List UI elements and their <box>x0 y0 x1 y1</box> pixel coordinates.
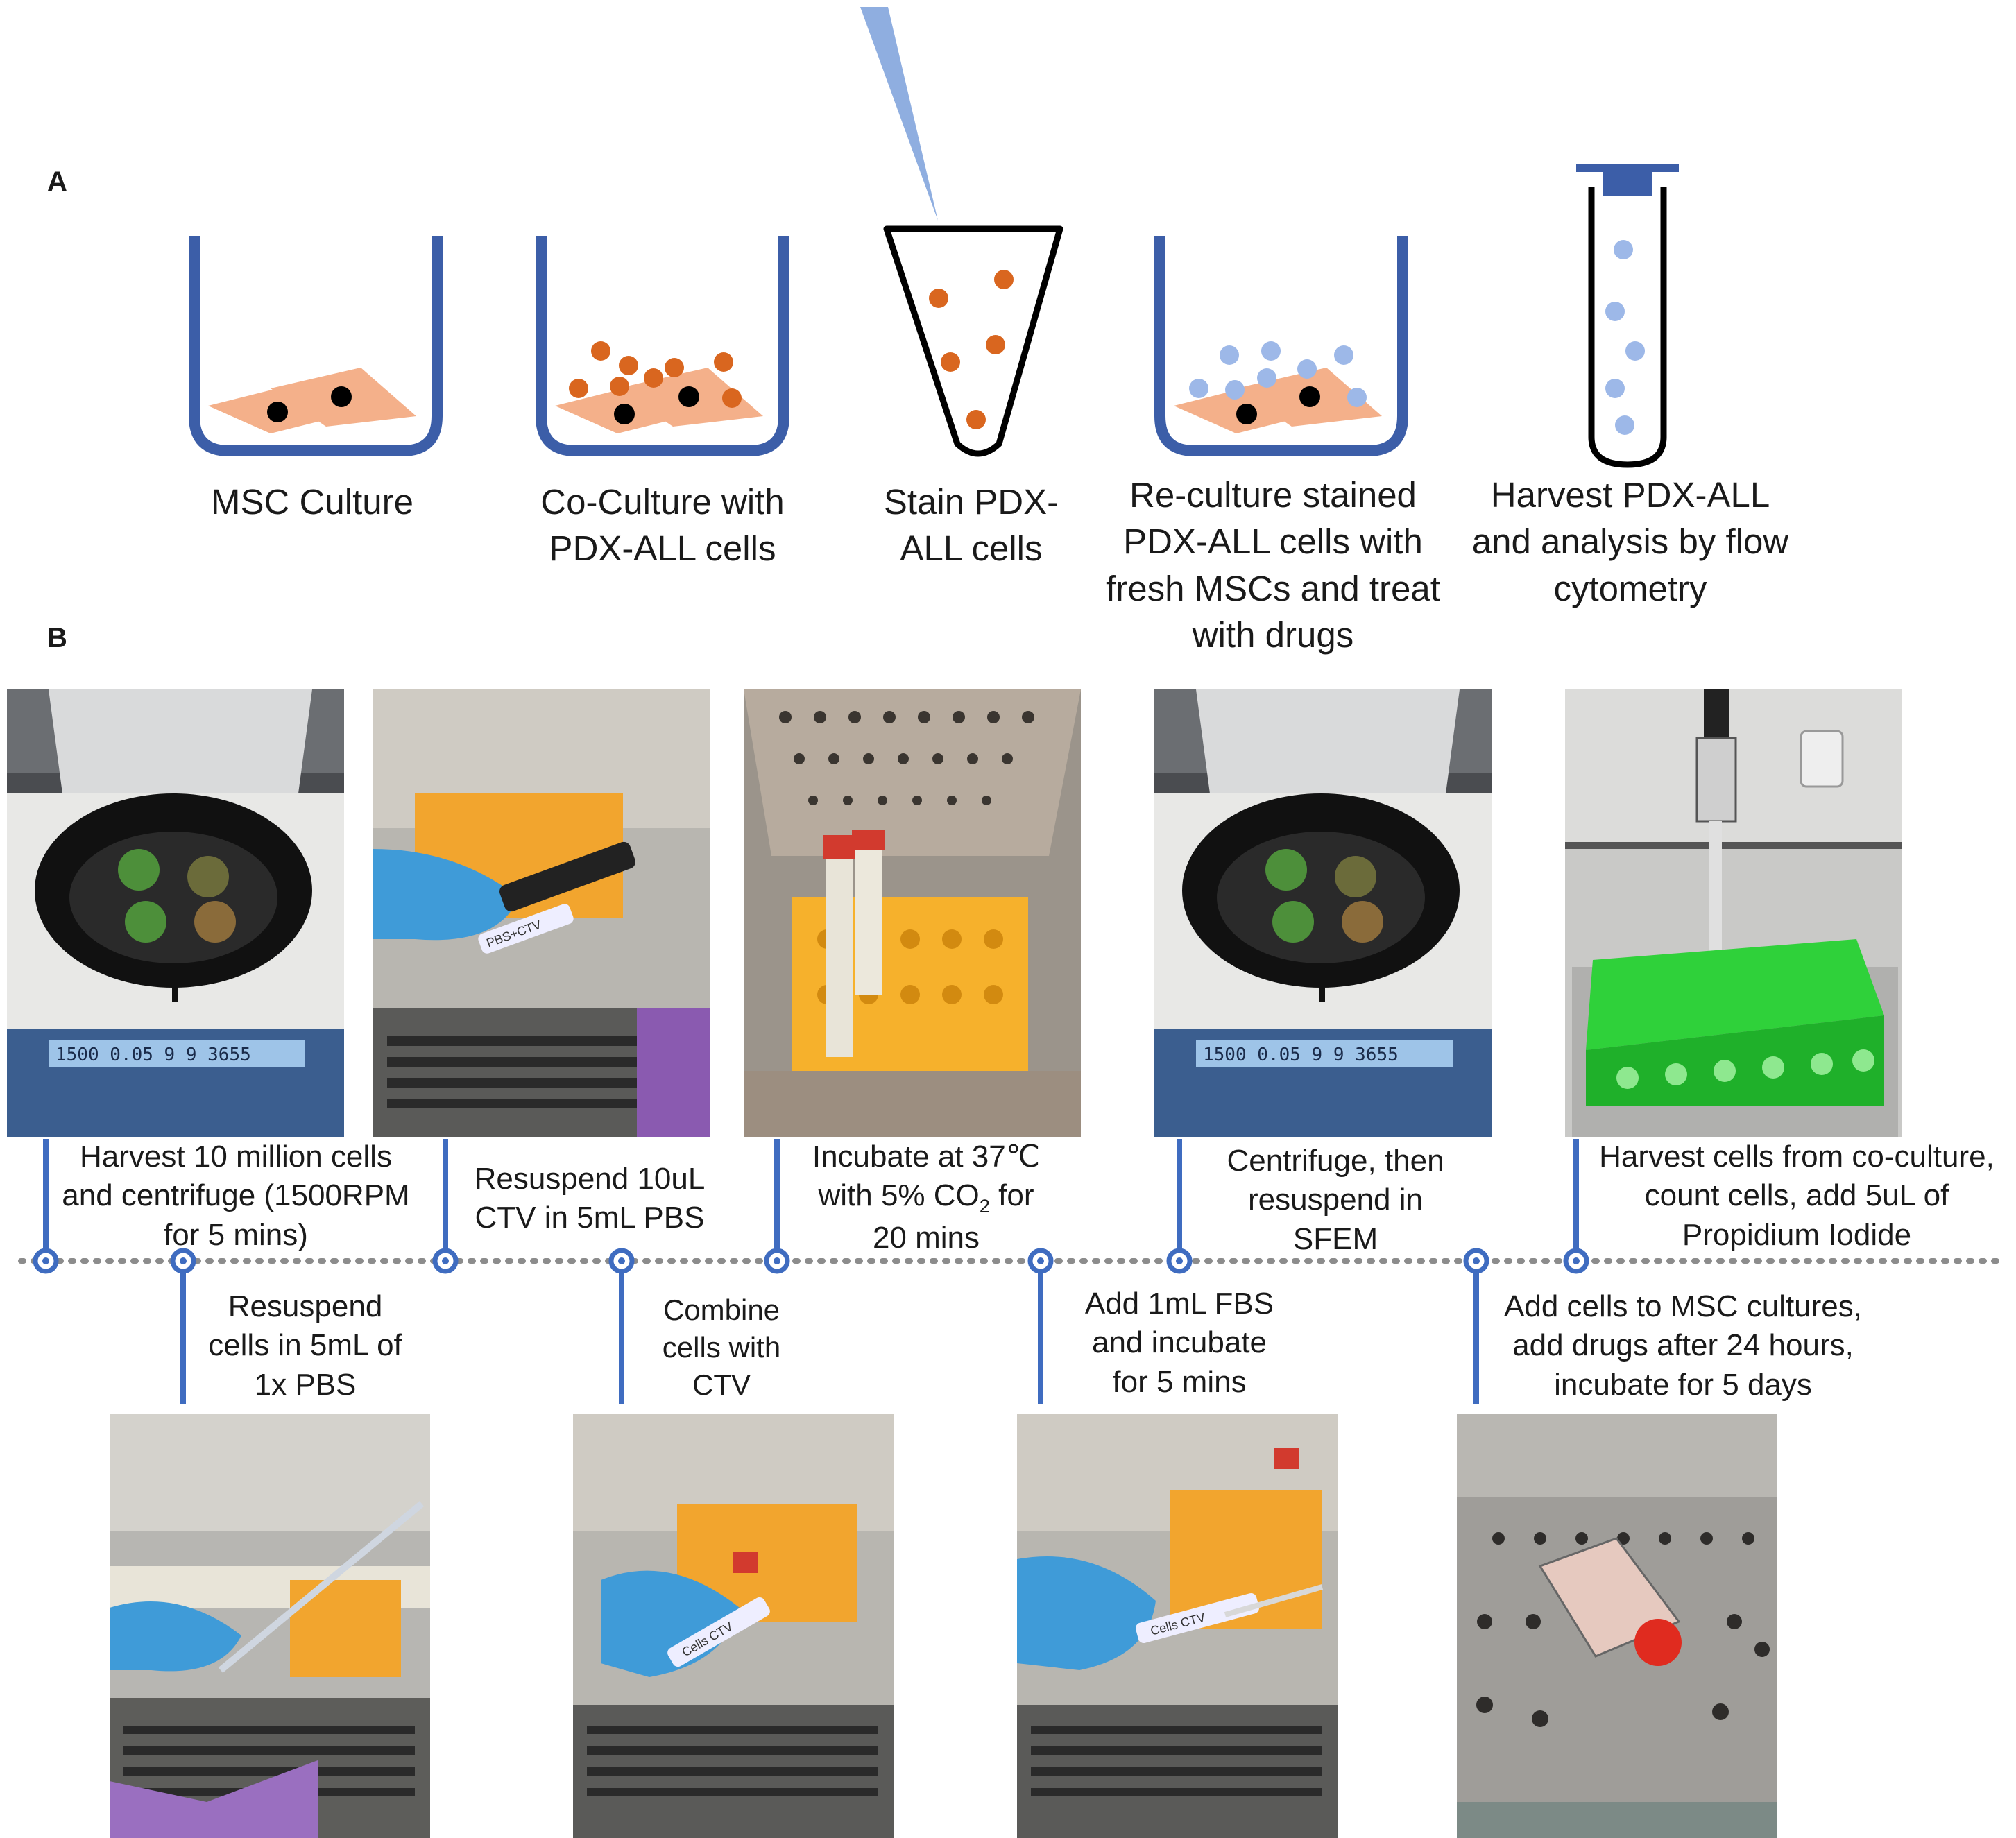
step-caption-bottom-1: Resuspend cells in 5mL of 1x PBS <box>208 1289 402 1402</box>
stain-tube <box>860 7 1063 457</box>
msc-nucleus <box>267 402 288 422</box>
co-culture-well <box>536 236 789 456</box>
photo-centrifuge-1: 1500 0.05 9 9 3655 <box>7 689 344 1137</box>
step-caption-top-5: Harvest cells from co-culture, count cel… <box>1599 1140 1994 1252</box>
step-label-harvest: Harvest PDX-ALL and analysis by flow cyt… <box>1471 475 1789 608</box>
photo-centrifuge-2: 1500 0.05 9 9 3655 <box>1154 689 1492 1137</box>
photo-green-rack <box>1565 689 1902 1137</box>
svg-text:1500 0.05 9 9 3655: 1500 0.05 9 9 3655 <box>55 1045 251 1065</box>
step-label-stain: Stain PDX-ALL cells <box>883 482 1059 569</box>
stained-cell <box>1220 345 1239 365</box>
step-caption-top-3: Incubate at 37℃ with 5% CO2 for 20 mins <box>812 1140 1041 1255</box>
photo-fbs-tube: Cells CTV <box>1017 1414 1338 1838</box>
photo-serological-pipette <box>110 1414 430 1838</box>
msc-culture-well <box>189 236 443 456</box>
photo-incubator <box>744 689 1081 1137</box>
photo-combine-tube: Cells CTV <box>573 1414 894 1838</box>
re-culture-well <box>1154 236 1408 456</box>
svg-text:1500 0.05 9 9 3655: 1500 0.05 9 9 3655 <box>1203 1045 1399 1065</box>
step-caption-top-4: Centrifuge, then resuspend in SFEM <box>1227 1144 1444 1256</box>
photo-pipette-tube: PBS+CTV <box>373 689 710 1137</box>
timeline <box>18 1139 2008 1404</box>
step-label-re-culture: Re-culture stained PDX-ALL cells with fr… <box>1106 475 1440 655</box>
panel-a-label: A <box>47 166 67 197</box>
panel-b-label: B <box>47 623 67 653</box>
flow-tube <box>1576 164 1679 468</box>
pipette-tip <box>860 7 938 221</box>
step-caption-top-2: Resuspend 10uL CTV in 5mL PBS <box>474 1162 706 1235</box>
pdx-all-cell <box>591 341 610 361</box>
step-caption-bottom-4: Add cells to MSC cultures, add drugs aft… <box>1504 1289 1862 1402</box>
step-caption-top-1: Harvest 10 million cells and centrifuge … <box>62 1140 410 1252</box>
step-label-msc-culture: MSC Culture <box>211 482 413 522</box>
photo-flask <box>1457 1414 1777 1838</box>
step-label-co-culture: Co-Culture with PDX-ALL cells <box>540 482 785 569</box>
panel-a-illustration <box>189 7 1679 468</box>
step-caption-bottom-3: Add 1mL FBS and incubate for 5 mins <box>1084 1287 1274 1399</box>
msc-nucleus <box>331 386 352 407</box>
step-caption-bottom-2: Combine cells with CTV <box>662 1294 781 1401</box>
